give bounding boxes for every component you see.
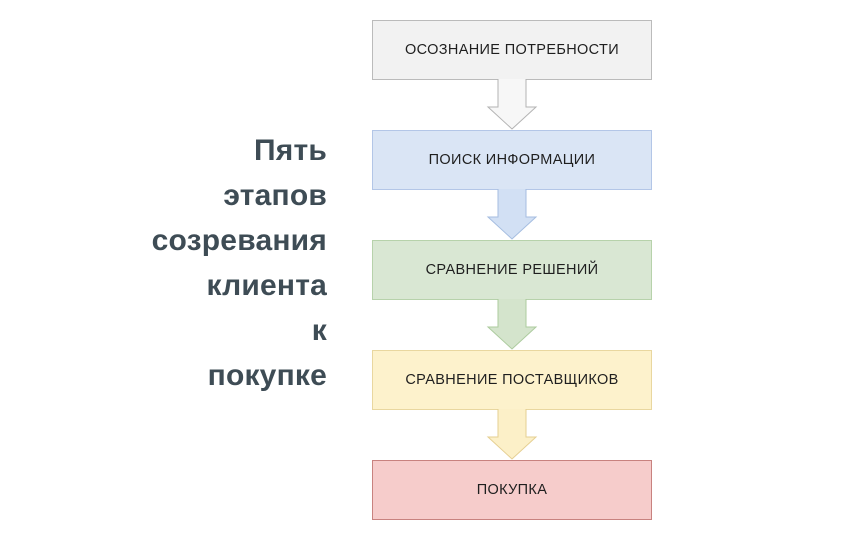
stage-label: ПОИСК ИНФОРМАЦИИ: [428, 152, 596, 168]
stage-label: ОСОЗНАНИЕ ПОТРЕБНОСТИ: [405, 42, 619, 58]
stage-label: СРАВНЕНИЕ РЕШЕНИЙ: [425, 262, 599, 278]
arrow-down-icon: [486, 189, 538, 240]
stage-box-3: СРАВНЕНИЕ РЕШЕНИЙ: [372, 240, 652, 300]
funnel-flow: ОСОЗНАНИЕ ПОТРЕБНОСТИ ПОИСК ИНФОРМАЦИИ СРА…: [372, 20, 652, 520]
arrow-down-icon: [486, 409, 538, 460]
stage-box-1: ОСОЗНАНИЕ ПОТРЕБНОСТИ: [372, 20, 652, 80]
stage-box-2: ПОИСК ИНФОРМАЦИИ: [372, 130, 652, 190]
arrow-down-icon: [486, 79, 538, 130]
stage-box-4: СРАВНЕНИЕ ПОСТАВЩИКОВ: [372, 350, 652, 410]
diagram-title: Пять этапов созревания клиента к покупке: [151, 134, 327, 392]
stage-label: ПОКУПКА: [476, 482, 548, 498]
arrow-down-icon: [486, 299, 538, 350]
stage-label: СРАВНЕНИЕ ПОСТАВЩИКОВ: [405, 372, 619, 388]
stage-box-5: ПОКУПКА: [372, 460, 652, 520]
